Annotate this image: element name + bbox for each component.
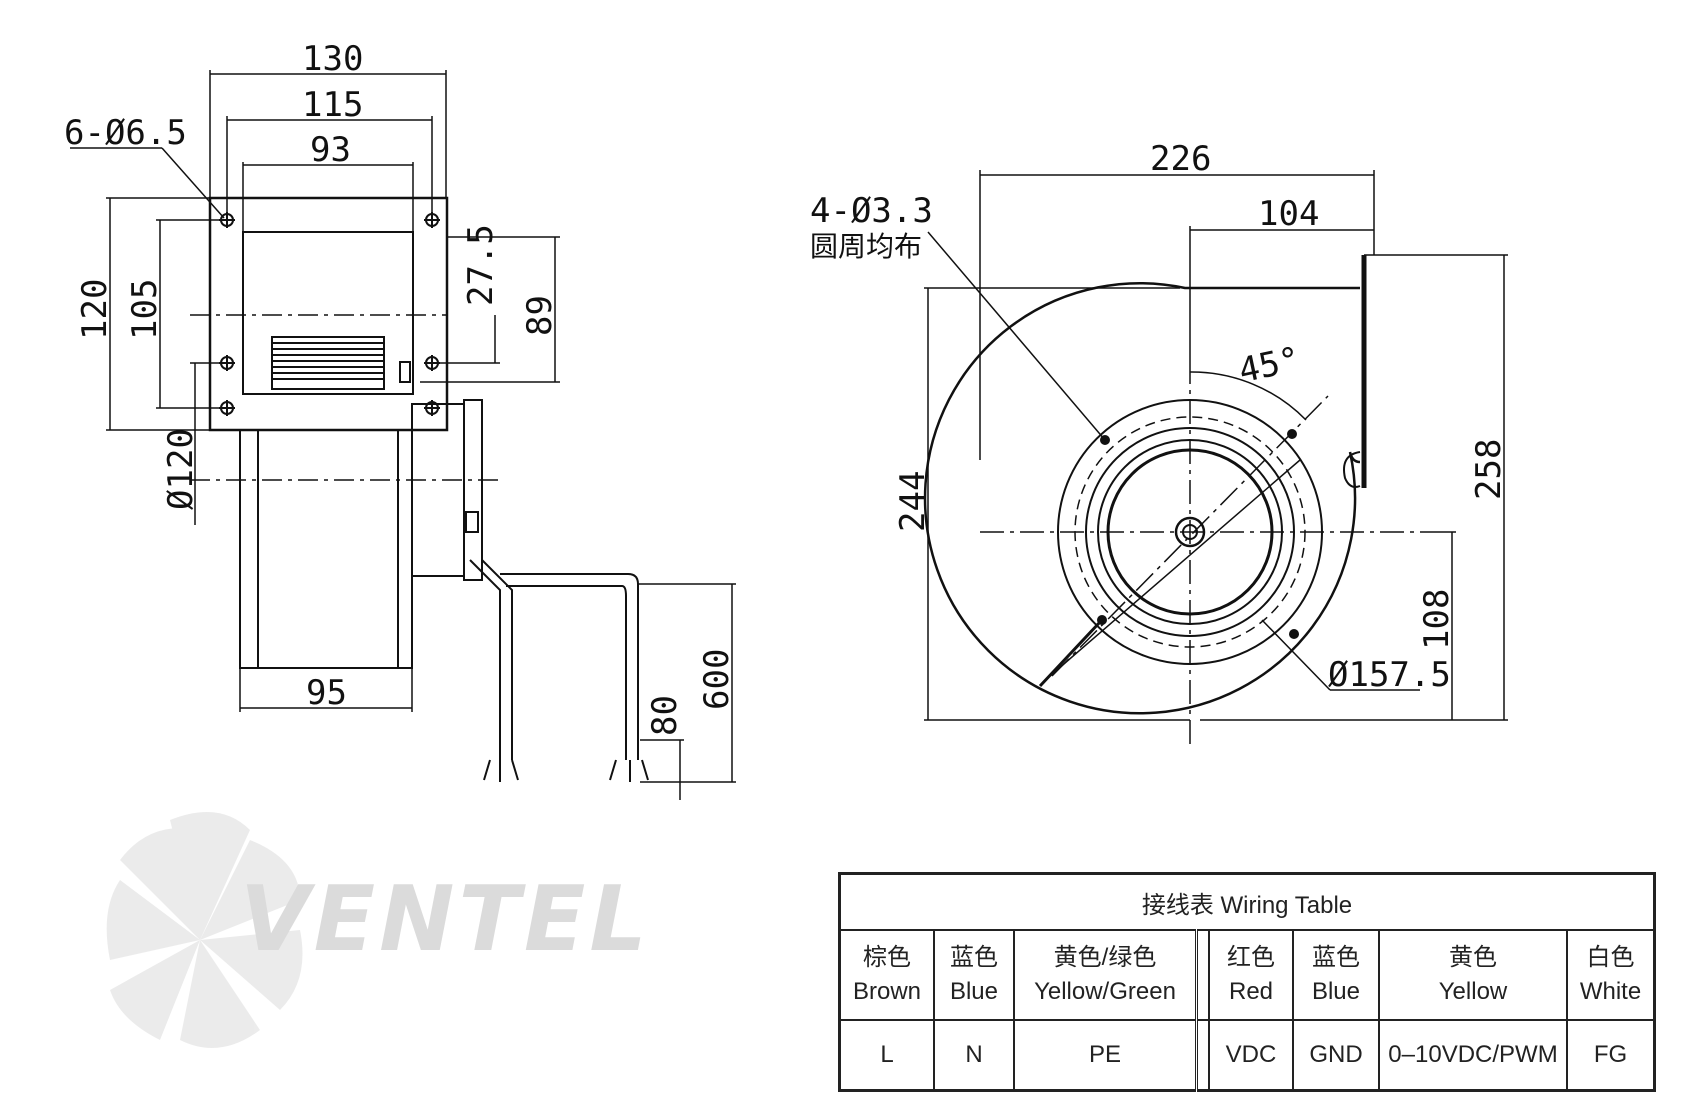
ventel-watermark: VENTEL [106, 812, 651, 1048]
wiring-table-title: 接线表 Wiring Table [838, 872, 1656, 931]
side-view [70, 70, 736, 800]
front-view-dimensions [924, 170, 1508, 721]
front-view [923, 170, 1508, 750]
dim-226: 226 [1150, 139, 1211, 179]
cell-white-value: FG [1566, 1019, 1656, 1092]
dim-120: 120 [75, 279, 115, 340]
front-view-labels: 226 104 4-Ø3.3 圆周均布 45° 244 258 108 Ø157… [810, 139, 1509, 695]
cell-yellow-green-value: PE [1013, 1019, 1198, 1092]
table-separator [1195, 1019, 1210, 1092]
dim-phi157-5: Ø157.5 [1328, 655, 1451, 695]
cell-brown-value: L [838, 1019, 935, 1092]
watermark-fan-icon [106, 812, 303, 1048]
dim-258: 258 [1469, 439, 1509, 500]
dim-93: 93 [310, 130, 351, 170]
cell-blue-value: N [933, 1019, 1015, 1092]
side-view-labels: 130 115 93 6-Ø6.5 120 105 27.5 89 Ø120 9… [64, 39, 737, 736]
dim-holes-side: 6-Ø6.5 [64, 113, 187, 153]
table-separator [1195, 929, 1210, 1021]
watermark-text: VENTEL [240, 867, 651, 972]
dim-holes-front: 4-Ø3.3 [810, 191, 933, 231]
dim-27-5: 27.5 [461, 224, 501, 306]
dim-angle-45: 45° [1235, 339, 1303, 391]
dim-phi120: Ø120 [161, 428, 201, 510]
dim-108: 108 [1417, 589, 1457, 650]
dim-130: 130 [302, 39, 363, 79]
dim-95: 95 [306, 673, 347, 713]
dim-105: 105 [125, 279, 165, 340]
side-view-dimensions [70, 70, 736, 800]
front-mounting-holes [1097, 429, 1299, 639]
dim-89: 89 [520, 295, 560, 336]
dim-600: 600 [697, 649, 737, 710]
dim-80: 80 [645, 695, 685, 736]
cell-red-value: VDC [1208, 1019, 1294, 1092]
cell-yellow-value: 0–10VDC/PWM [1378, 1019, 1568, 1092]
cable-bundle [469, 559, 639, 760]
mounting-holes [219, 212, 440, 416]
dim-104: 104 [1258, 194, 1319, 234]
dim-115: 115 [302, 85, 363, 125]
dim-244: 244 [893, 471, 933, 532]
housing-body [239, 429, 413, 669]
cell-blue-2-value: GND [1292, 1019, 1380, 1092]
impeller-blades [271, 336, 411, 390]
holes-note: 圆周均布 [810, 230, 922, 263]
outlet-opening [242, 231, 414, 395]
